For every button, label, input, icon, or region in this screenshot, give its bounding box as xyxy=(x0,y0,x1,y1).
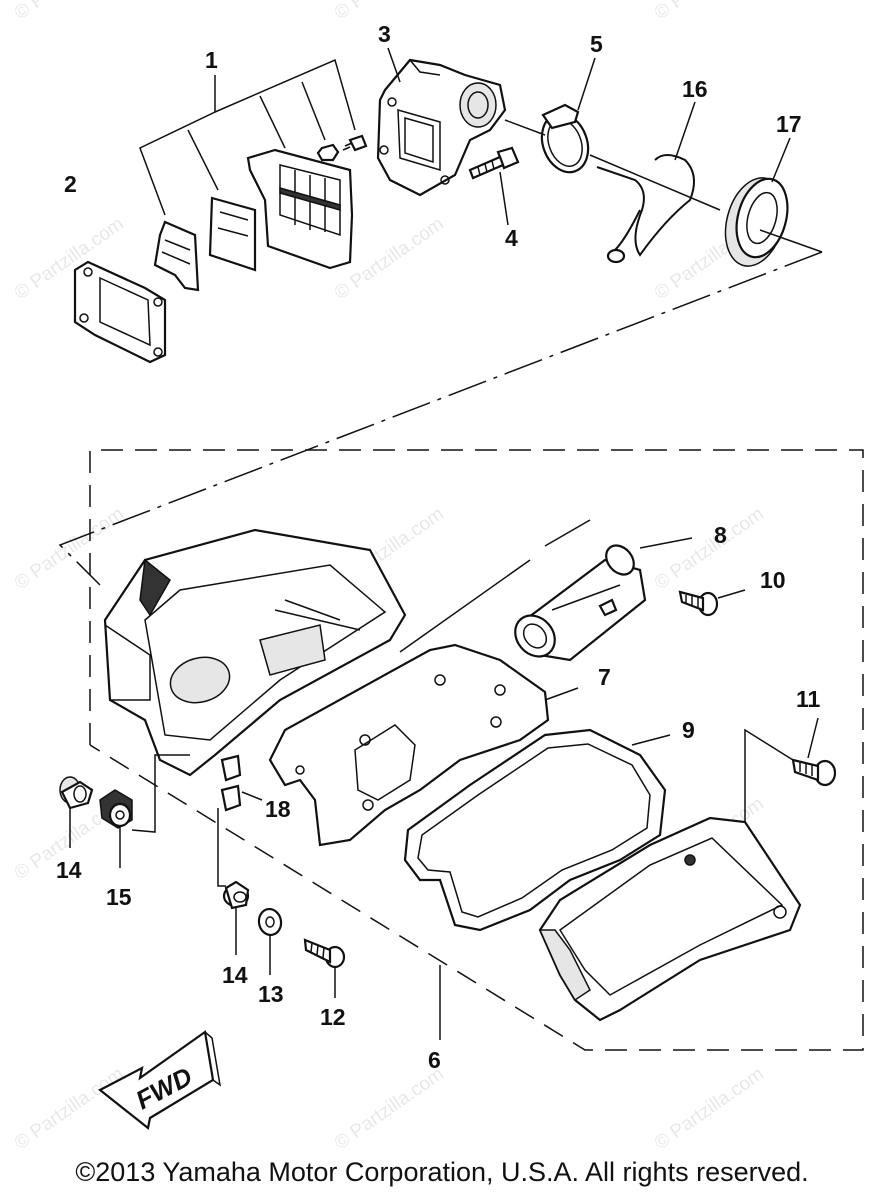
callout-14-bottom: 14 xyxy=(222,962,248,988)
part-1-screw xyxy=(342,134,368,152)
callout-12: 12 xyxy=(320,1004,346,1030)
part-14-15-bracket xyxy=(131,754,190,833)
watermark: © Partzilla.com xyxy=(11,1063,128,1154)
part-1-reed-block xyxy=(246,148,354,270)
part-5-leader xyxy=(577,57,596,111)
part-14-bottom-bracket xyxy=(217,808,226,887)
callout-13: 13 xyxy=(258,981,284,1007)
watermark: © Partzilla.com xyxy=(11,0,128,24)
part-14-grommet-bottom xyxy=(222,880,250,910)
part-7-plate xyxy=(268,643,550,847)
assembly-6-boundary xyxy=(89,449,864,1051)
part-5-clamp xyxy=(540,103,590,174)
watermark: © Partzilla.com xyxy=(331,1063,448,1154)
callout-14-left: 14 xyxy=(56,857,82,883)
watermark: © Partzilla.com xyxy=(11,503,128,594)
part-12-bolt xyxy=(303,938,346,969)
part-18-leader xyxy=(241,791,263,801)
callout-6: 6 xyxy=(428,1047,441,1073)
part-1-reed-petal-a xyxy=(153,220,200,292)
callout-8: 8 xyxy=(714,522,727,548)
callout-1: 1 xyxy=(205,47,218,73)
part-11-leader xyxy=(807,717,819,759)
part-8-silencer-tube xyxy=(514,544,647,662)
part-16-wire xyxy=(596,154,695,264)
assembly-connector-line xyxy=(58,251,823,586)
callout-9: 9 xyxy=(682,717,695,743)
callout-2: 2 xyxy=(64,171,77,197)
part-3-intake-manifold xyxy=(376,58,507,197)
part-8-leader xyxy=(639,537,693,549)
part-1-nut xyxy=(316,143,340,162)
fwd-arrow-icon: FWD xyxy=(97,1030,222,1130)
part-9-leader xyxy=(631,734,671,746)
part-17-grommet xyxy=(724,177,789,267)
callout-15: 15 xyxy=(106,884,132,910)
callout-18: 18 xyxy=(265,796,291,822)
callout-11: 11 xyxy=(796,686,821,712)
callout-3: 3 xyxy=(378,21,391,47)
part-2-gasket xyxy=(73,260,167,364)
watermark: © Partzilla.com xyxy=(651,503,768,594)
watermark: © Partzilla.com xyxy=(651,0,768,24)
part-11-bolt xyxy=(791,758,837,787)
part-14-grommet-left xyxy=(59,776,94,810)
part-7-leader xyxy=(544,687,579,701)
callout-16: 16 xyxy=(682,76,708,102)
part-10-leader xyxy=(717,589,746,599)
assembly-axis-line xyxy=(504,119,823,253)
part-3-leader xyxy=(387,47,401,83)
part-13-washer xyxy=(257,907,283,937)
part-4-leader xyxy=(499,171,509,226)
callout-5: 5 xyxy=(590,31,603,57)
part-8-axis xyxy=(399,519,591,653)
callout-labels: 1 2 3 4 5 16 17 8 10 7 9 11 18 14 15 14 … xyxy=(56,21,821,1073)
callout-4: 4 xyxy=(505,225,518,251)
part-9-seal xyxy=(403,728,667,932)
part-6-silencer-case xyxy=(103,528,407,777)
part-10-screw xyxy=(678,590,719,617)
part-1-reed-petal-b xyxy=(208,196,257,272)
callout-17: 17 xyxy=(776,111,802,137)
part-4-bolt xyxy=(468,146,520,180)
part-18-collar xyxy=(220,754,242,812)
part-16-leader xyxy=(674,101,696,161)
watermark: © Partzilla.com xyxy=(651,1063,768,1154)
part-6-bottom-cover xyxy=(538,816,802,1022)
part-17-leader xyxy=(771,137,791,183)
callout-7: 7 xyxy=(598,664,611,690)
copyright-notice: ©2013 Yamaha Motor Corporation, U.S.A. A… xyxy=(75,1157,809,1187)
callout-10: 10 xyxy=(760,567,786,593)
part-1-leader-lines xyxy=(139,58,356,216)
